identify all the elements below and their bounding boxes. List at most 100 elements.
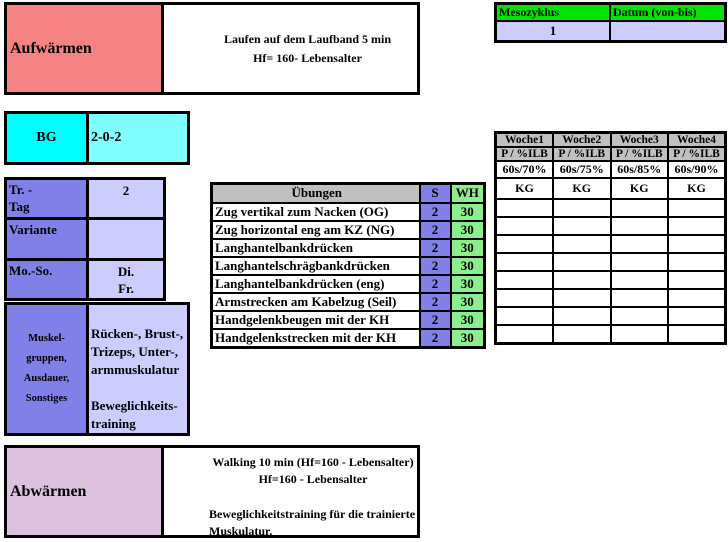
kg-entry-cell[interactable] <box>609 234 669 254</box>
kg-entry-cell[interactable] <box>667 234 727 254</box>
sets-cell[interactable]: 2 <box>418 291 452 312</box>
kg-entry-cell[interactable] <box>667 288 727 308</box>
mesocycle-header: Mesozyklus <box>497 5 609 20</box>
kg-entry-cell[interactable] <box>609 288 669 308</box>
kg-entry-cell[interactable] <box>494 252 554 272</box>
kg-entry-cell[interactable] <box>667 198 727 218</box>
reps-cell[interactable]: 30 <box>449 237 486 258</box>
reps-cell[interactable]: 30 <box>449 273 486 294</box>
kg-entry-row <box>494 288 727 308</box>
warmup-title: Aufwärmen <box>10 39 92 57</box>
exercise-name-cell[interactable]: Langhantelschrägbankdrücken <box>210 255 421 276</box>
kg-entry-row <box>494 198 727 218</box>
reps-cell[interactable]: 30 <box>449 219 486 240</box>
kg-entry-cell[interactable] <box>494 288 554 308</box>
kg-entry-cell[interactable] <box>494 324 554 344</box>
kg-entry-cell[interactable] <box>667 324 727 344</box>
week-scheme-cell[interactable]: 60s/75% <box>552 160 612 179</box>
bg-value-cell[interactable]: 2-0-2 <box>89 114 187 162</box>
exercise-row: Langhantelbankdrücken 2 30 <box>210 237 486 258</box>
variant-value-cell[interactable] <box>89 220 163 258</box>
reps-cell[interactable]: 30 <box>449 309 486 330</box>
cooldown-notes-cell[interactable]: Walking 10 min (Hf=160 - Lebensalter) Hf… <box>164 448 417 538</box>
kg-entry-cell[interactable] <box>552 306 612 326</box>
exercise-name-cell[interactable]: Armstrecken am Kabelzug (Seil) <box>210 291 421 312</box>
week-title: Woche3 <box>609 131 669 148</box>
kg-entry-row <box>494 252 727 272</box>
mesocycle-value-cell[interactable]: 1 <box>497 22 609 40</box>
kg-entry-cell[interactable] <box>667 252 727 272</box>
kg-entry-cell[interactable] <box>552 216 612 236</box>
training-info-table: Tr. - Tag 2 Variante Mo.-So. Di. Fr. <box>4 177 166 301</box>
exercise-row: Handgelenkbeugen mit der KH 2 30 <box>210 309 486 330</box>
kg-entry-cell[interactable] <box>609 324 669 344</box>
kg-entry-cell[interactable] <box>494 306 554 326</box>
week-kg-label: KG <box>667 177 727 200</box>
reps-cell[interactable]: 30 <box>449 201 486 222</box>
exercise-header-row: Übungen S WH <box>210 182 486 204</box>
kg-entry-cell[interactable] <box>494 198 554 218</box>
kg-entry-cell[interactable] <box>552 270 612 290</box>
week-title: Woche4 <box>667 131 727 148</box>
kg-entry-cell[interactable] <box>609 306 669 326</box>
kg-entry-cell[interactable] <box>609 216 669 236</box>
kg-entry-cell[interactable] <box>552 234 612 254</box>
week-scheme-cell[interactable]: 60s/90% <box>667 160 727 179</box>
cooldown-note-paragraph: Beweglichkeitstraining für die trainiert… <box>209 507 416 538</box>
date-header: Datum (von-bis) <box>611 5 724 20</box>
weekday-value-cell[interactable]: Di. Fr. <box>89 260 163 298</box>
sets-cell[interactable]: 2 <box>418 201 452 222</box>
exercise-name-cell[interactable]: Handgelenkstrecken mit der KH <box>210 327 421 348</box>
week-kg-label: KG <box>494 177 554 200</box>
sets-cell[interactable]: 2 <box>418 273 452 294</box>
week-pilb-row: P / %ILB P / %ILB P / %ILB P / %ILB <box>494 146 727 162</box>
kg-entry-cell[interactable] <box>552 198 612 218</box>
muscle-groups-value-cell[interactable]: Rücken-, Brust-, Trizeps, Unter-, armmus… <box>89 305 187 433</box>
kg-entry-row <box>494 324 727 344</box>
cooldown-title: Abwärmen <box>10 482 87 500</box>
exercise-name-cell[interactable]: Handgelenkbeugen mit der KH <box>210 309 421 330</box>
mesocycle-table: Mesozyklus Datum (von-bis) 1 <box>494 2 727 43</box>
exercise-name-cell[interactable]: Langhantelbankdrücken (eng) <box>210 273 421 294</box>
kg-entry-cell[interactable] <box>667 216 727 236</box>
warmup-section: Aufwärmen Laufen auf dem Laufband 5 min … <box>4 2 420 95</box>
exercise-name-cell[interactable]: Langhantelbankdrücken <box>210 237 421 258</box>
date-value-cell[interactable] <box>611 22 724 40</box>
warmup-notes-cell[interactable]: Laufen auf dem Laufband 5 min Hf= 160- L… <box>164 5 417 92</box>
training-day-value-cell[interactable]: 2 <box>89 180 163 218</box>
week-unit-row: KG KG KG KG <box>494 177 727 200</box>
sets-cell[interactable]: 2 <box>418 237 452 258</box>
week-title: Woche1 <box>494 131 554 148</box>
week-scheme-cell[interactable]: 60s/85% <box>609 160 669 179</box>
kg-entry-cell[interactable] <box>494 234 554 254</box>
sets-cell[interactable]: 2 <box>418 255 452 276</box>
week-title-row: Woche1 Woche2 Woche3 Woche4 <box>494 131 727 148</box>
kg-entry-cell[interactable] <box>609 198 669 218</box>
exercise-name-cell[interactable]: Zug vertikal zum Nacken (OG) <box>210 201 421 222</box>
sets-cell[interactable]: 2 <box>418 327 452 348</box>
kg-entry-cell[interactable] <box>552 252 612 272</box>
exercises-column-header: Übungen <box>210 182 421 204</box>
variant-label: Variante <box>7 220 86 258</box>
kg-entry-cell[interactable] <box>494 270 554 290</box>
reps-cell[interactable]: 30 <box>449 291 486 312</box>
kg-entry-cell[interactable] <box>667 306 727 326</box>
kg-entry-cell[interactable] <box>552 288 612 308</box>
exercise-row: Langhantelschrägbankdrücken 2 30 <box>210 255 486 276</box>
week-scheme-cell[interactable]: 60s/70% <box>494 160 554 179</box>
sets-cell[interactable]: 2 <box>418 309 452 330</box>
kg-entry-cell[interactable] <box>609 252 669 272</box>
exercise-row: Handgelenkstrecken mit der KH 2 30 <box>210 327 486 348</box>
kg-entry-cell[interactable] <box>494 216 554 236</box>
sets-cell[interactable]: 2 <box>418 219 452 240</box>
training-day-label: Tr. - Tag <box>7 180 86 218</box>
kg-entry-cell[interactable] <box>667 270 727 290</box>
reps-cell[interactable]: 30 <box>449 327 486 348</box>
exercise-name-cell[interactable]: Zug horizontal eng am KZ (NG) <box>210 219 421 240</box>
bg-table: BG 2-0-2 <box>4 111 190 165</box>
exercise-row: Langhantelbankdrücken (eng) 2 30 <box>210 273 486 294</box>
reps-cell[interactable]: 30 <box>449 255 486 276</box>
kg-entry-cell[interactable] <box>609 270 669 290</box>
kg-entry-cell[interactable] <box>552 324 612 344</box>
kg-entry-row <box>494 306 727 326</box>
